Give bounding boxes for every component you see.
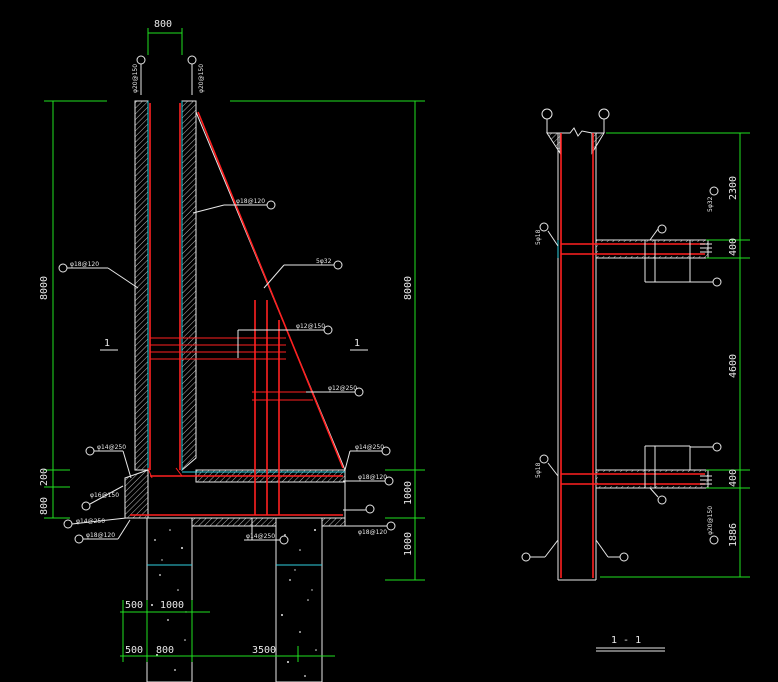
rebar-base-top: φ14@250 xyxy=(355,444,384,451)
rebar-base-bot-right: φ18@120 xyxy=(358,529,387,536)
dim-left-8000: 8000 xyxy=(39,276,50,300)
retaining-wall xyxy=(124,100,346,527)
rebar-base-left-c: φ14@250 xyxy=(76,518,105,525)
top-width-dimension: 800 xyxy=(147,19,183,55)
sec-rebar-left-a: 5φ18 xyxy=(535,229,542,245)
wall-rebars xyxy=(130,103,344,516)
rebar-base-left-b: φ16@150 xyxy=(90,492,119,499)
sec-dim-400b: 400 xyxy=(728,469,739,487)
dim-base-200: 200 xyxy=(39,468,50,486)
dim-footing-1000: 1000 xyxy=(403,481,414,505)
rebar-base-mid: φ18@120 xyxy=(358,474,387,481)
dim-bottom-1000: 1000 xyxy=(160,600,184,611)
sec-dim-400a: 400 xyxy=(728,238,739,256)
rebar-base-left-d: φ18@120 xyxy=(86,532,115,539)
sec-rebar-beam-top: 5φ32 xyxy=(707,196,714,212)
dim-bottom-500b: 500 xyxy=(125,645,143,656)
dim-bottom-500a: 500 xyxy=(125,600,143,611)
section-caption: 1 - 1 xyxy=(611,635,641,646)
rebar-top-right: φ20@150 xyxy=(198,64,205,93)
sec-dim-2300: 2300 xyxy=(728,176,739,200)
sec-rebar-left-b: 5φ18 xyxy=(535,462,542,478)
dim-bottom-3500: 3500 xyxy=(252,645,276,656)
section-mark-right: 1 xyxy=(354,338,360,349)
left-callouts: φ20@150 φ20@150 φ18@120 φ18@120 5φ32 φ12… xyxy=(58,55,396,545)
rebar-base-bottom: φ14@250 xyxy=(246,533,275,540)
sec-rebar-right-bot: φ20@150 xyxy=(707,506,714,535)
dim-top-800: 800 xyxy=(154,19,172,30)
dim-base-800: 800 xyxy=(39,497,50,515)
rebar-wall-inner: φ18@120 xyxy=(236,198,265,205)
rebar-base-left-a: φ14@250 xyxy=(97,444,126,451)
height-dimensions: 8000 800 200 8000 1000 1000 xyxy=(39,100,425,581)
rebar-wall-outer: φ18@120 xyxy=(70,261,99,268)
rebar-buttress: 5φ32 xyxy=(316,258,332,265)
piles xyxy=(146,517,323,682)
rebar-stirrup-a: φ12@150 xyxy=(296,323,325,330)
bottom-dimensions: 500 1000 500 800 3500 xyxy=(120,600,335,662)
section-marks: 1 1 xyxy=(100,338,368,351)
dim-pile-1000: 1000 xyxy=(403,532,414,556)
dim-bottom-800: 800 xyxy=(156,645,174,656)
sec-dim-1886: 1886 xyxy=(728,523,739,547)
dim-right-8000: 8000 xyxy=(403,276,414,300)
rebar-stirrup-b: φ12@250 xyxy=(328,385,357,392)
section-1-1: 2300 400 4600 400 1886 5φ18 5φ18 5φ32 φ2… xyxy=(521,108,750,652)
section-mark-left: 1 xyxy=(104,338,110,349)
sec-dim-4600: 4600 xyxy=(728,354,739,378)
rebar-top-left: φ20@150 xyxy=(132,64,139,93)
